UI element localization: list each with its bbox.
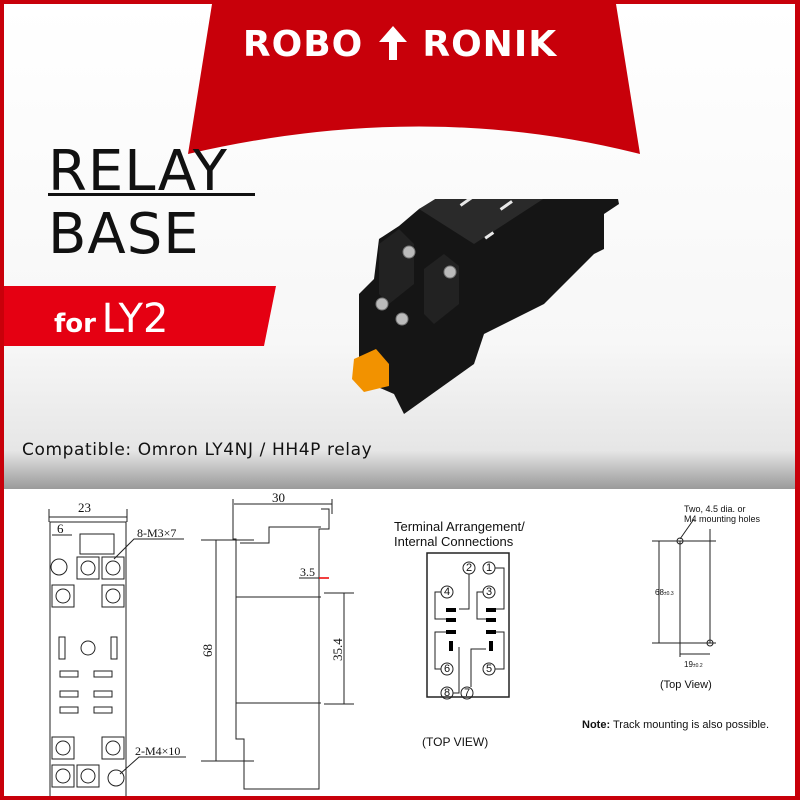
technical-drawings: 23 6 8-M3×7 2-M4×10 30 68 3.5 35.4 1 2 3… (4, 489, 795, 796)
dim-pitch: 6 (57, 521, 64, 536)
dim-height: 68 (200, 644, 215, 657)
terminal-5: 5 (486, 663, 492, 675)
dim-rail-width: 35.4 (330, 638, 345, 661)
terminal-arrangement-title: Terminal Arrangement/ Internal Connectio… (394, 519, 525, 549)
model-prefix: for (54, 309, 96, 339)
terminal-7: 7 (464, 687, 470, 699)
dim-depth: 30 (272, 490, 285, 505)
mounting-holes-label: Two, 4.5 dia. or M4 mounting holes (684, 504, 760, 524)
model-tag-background (4, 286, 276, 346)
terminal-1: 1 (486, 562, 492, 574)
terminal-top-view-label: (TOP VIEW) (422, 735, 489, 749)
mount-height: 68±0.3 (655, 588, 674, 597)
terminal-6: 6 (444, 663, 450, 675)
mounting-note: Note: Track mounting is also possible. (582, 719, 769, 731)
compatibility-text: Compatible: Omron LY4NJ / HH4P relay (22, 440, 373, 460)
note-text: Track mounting is also possible. (610, 719, 770, 731)
model-name: LY2 (101, 296, 169, 342)
terminal-title-line2: Internal Connections (394, 534, 514, 549)
front-view-outline (49, 521, 127, 796)
headline-line2: BASE (48, 202, 200, 267)
terminal-3: 3 (486, 586, 492, 598)
mounting-top-view-label: (Top View) (660, 679, 712, 691)
hero-section: ROBO RONIK RELAY BASE for LY2 (4, 4, 795, 489)
logo-banner (188, 4, 640, 154)
dimension-drawing: 23 6 8-M3×7 2-M4×10 30 68 3.5 35.4 1 2 3… (48, 490, 716, 796)
brand-logo: ROBO RONIK (4, 24, 795, 65)
note-label: Note: (582, 719, 611, 731)
terminal-2: 2 (466, 562, 472, 574)
relay-base-photo (352, 199, 619, 414)
mount-label-line1: Two, 4.5 dia. or (684, 504, 746, 514)
terminal-title-line1: Terminal Arrangement/ (394, 519, 525, 534)
up-arrow-icon (377, 24, 409, 60)
dim-width: 23 (78, 500, 91, 515)
headline-divider (48, 193, 255, 196)
dim-screw-terminals: 8-M3×7 (137, 526, 176, 540)
terminal-4: 4 (444, 586, 450, 598)
brand-right: RONIK (422, 24, 558, 65)
headline-line1: RELAY (48, 139, 228, 204)
model-tag: for LY2 (54, 296, 168, 342)
dim-rail-offset: 3.5 (300, 565, 315, 579)
terminal-8: 8 (444, 687, 450, 699)
mount-label-line2: M4 mounting holes (684, 514, 761, 524)
brand-left: ROBO (242, 24, 364, 65)
mount-width: 19±0.2 (684, 660, 703, 669)
dim-mounting-screws: 2-M4×10 (135, 744, 180, 758)
